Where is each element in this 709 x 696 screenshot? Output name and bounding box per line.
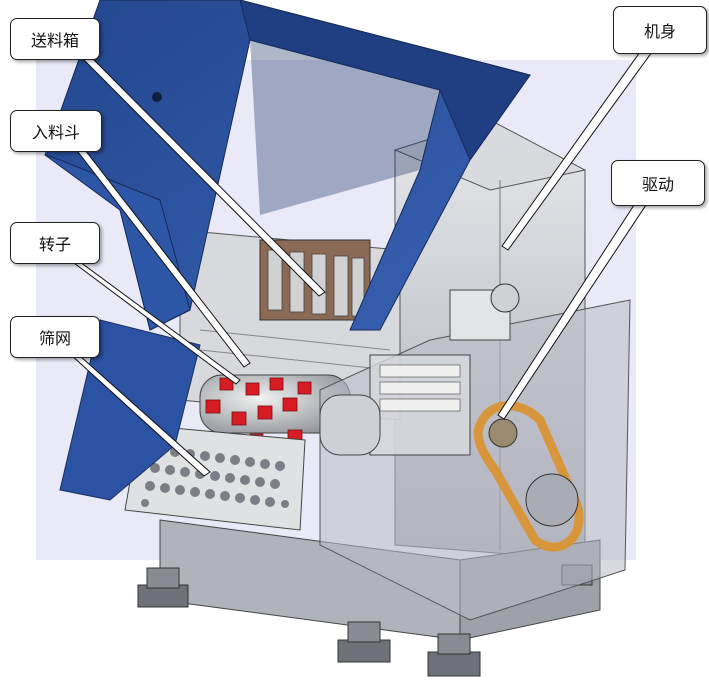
drive-guard (319, 283, 631, 621)
callout-machine-body: 机身 (613, 6, 707, 54)
leader-lines (68, 51, 653, 477)
callout-feed-box: 送料箱 (10, 18, 100, 60)
callout-hopper: 入料斗 (10, 110, 102, 152)
screen (124, 424, 306, 531)
callout-rotor: 转子 (10, 222, 100, 264)
callout-drive: 驱动 (611, 160, 705, 206)
hopper (44, 0, 531, 331)
callout-screen: 筛网 (10, 316, 100, 358)
rotor (199, 374, 351, 447)
